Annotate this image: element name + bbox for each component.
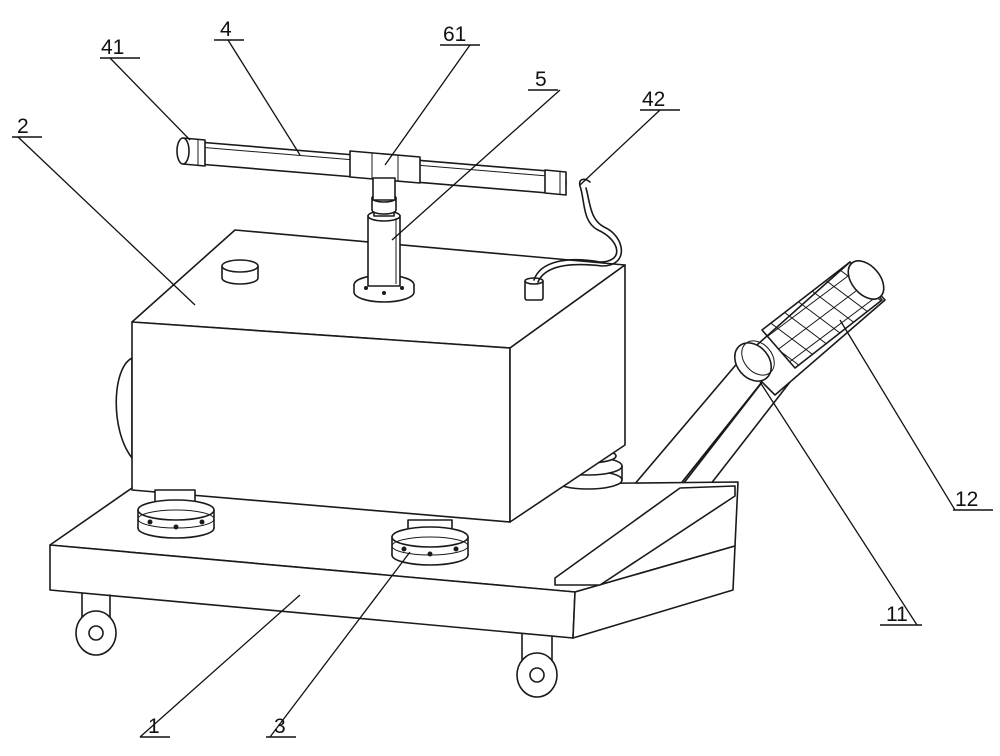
front-left-wheel — [75, 592, 117, 656]
damper-front-left — [137, 489, 215, 539]
front-right-wheel — [516, 633, 558, 698]
label-left-nozzle: 41 — [101, 36, 124, 59]
hose — [533, 178, 623, 283]
handle-grip — [733, 260, 886, 396]
spray-pipe — [176, 137, 567, 201]
label-damper: 3 — [274, 715, 286, 738]
filler-cap — [221, 259, 259, 285]
label-spray-pipe: 4 — [220, 18, 232, 41]
leader-lines — [12, 39, 993, 738]
outlet-fitting — [524, 277, 544, 301]
label-handle-grip: 12 — [955, 488, 978, 511]
label-lift-column: 5 — [535, 68, 547, 91]
label-pipe-joint: 61 — [443, 23, 466, 46]
damper-front-center — [391, 519, 469, 566]
label-tank: 2 — [17, 115, 29, 138]
label-right-hose-end: 42 — [642, 88, 665, 111]
label-handle-bar: 11 — [886, 603, 908, 626]
label-base-plate: 1 — [148, 715, 160, 738]
